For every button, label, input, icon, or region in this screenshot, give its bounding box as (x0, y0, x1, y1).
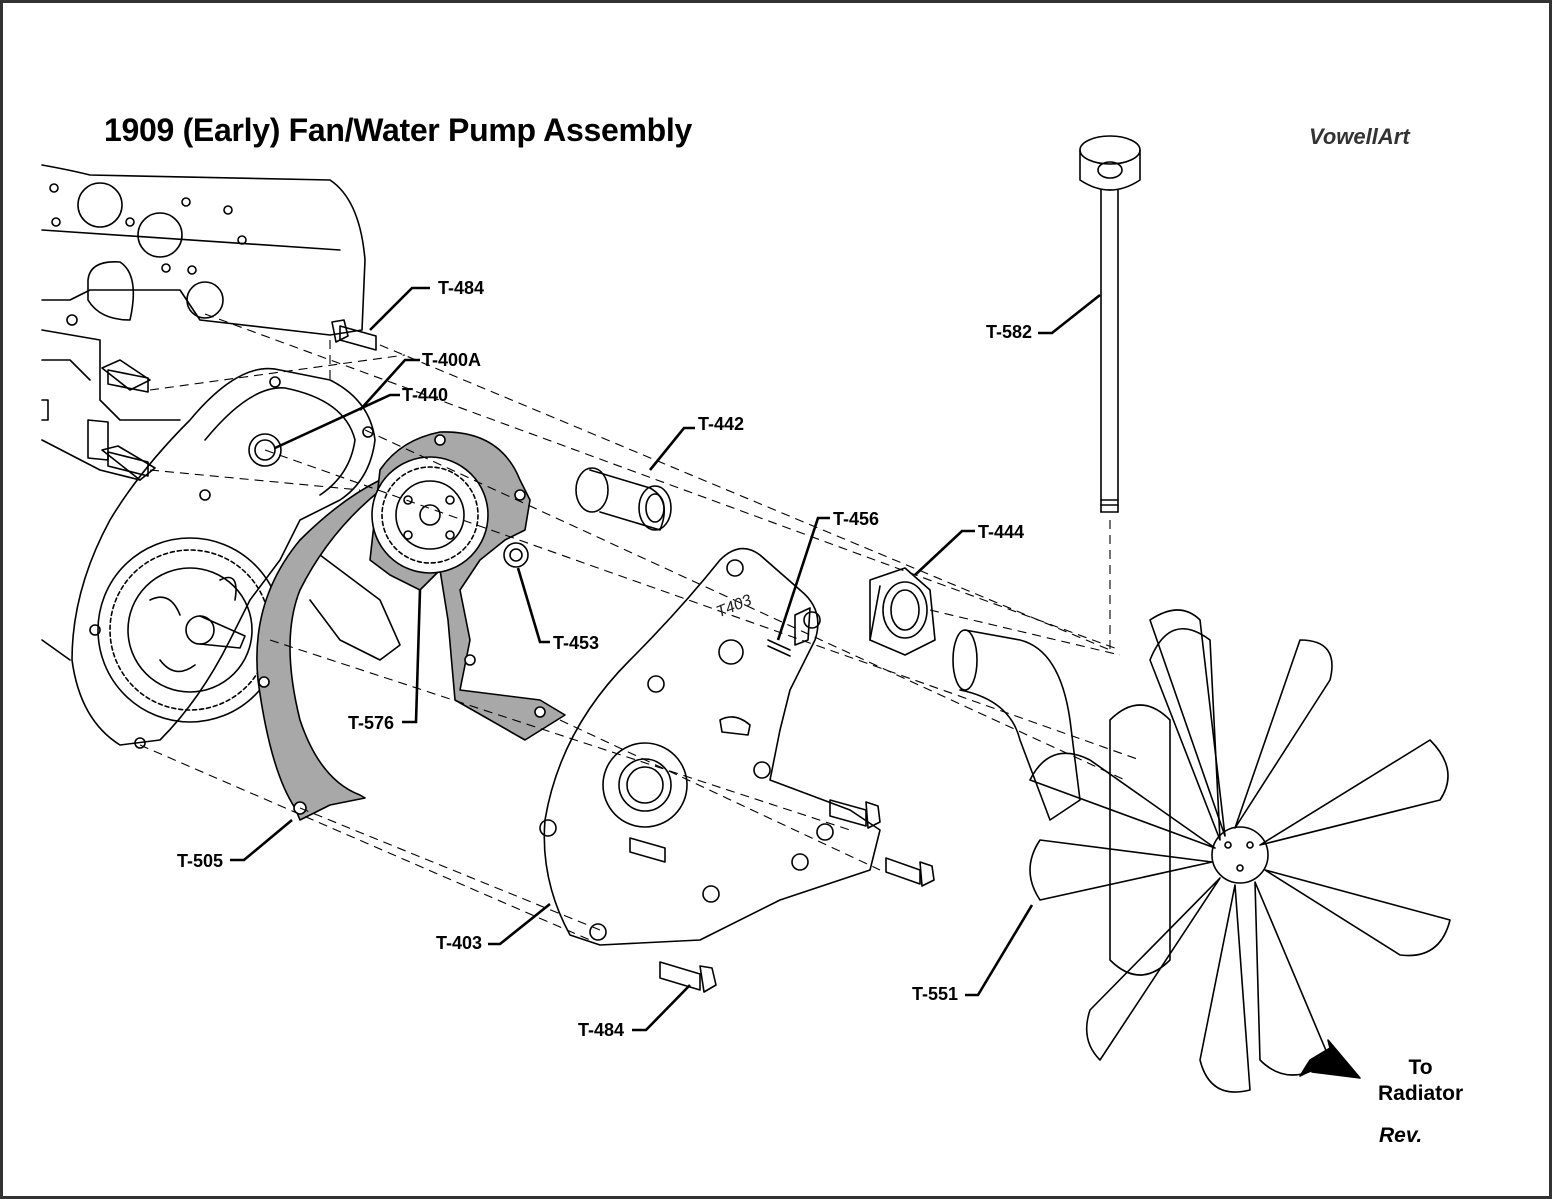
gasket-t505-drawing (256, 479, 384, 821)
part-label-t576: T-576 (348, 713, 395, 733)
leader-lines (230, 286, 1101, 1032)
flow-note: To Radiator (1378, 1055, 1463, 1107)
timing-housing-drawing (71, 367, 401, 749)
part-label-t551: T-551 (912, 984, 959, 1004)
flow-arrow-icon (1299, 1039, 1361, 1079)
part-label-t505: T-505 (177, 851, 224, 871)
brand-mark: VowellArt (1309, 124, 1410, 149)
pin-t456-drawing (767, 639, 791, 657)
part-label-t442: T-442 (698, 414, 745, 434)
bolt-drawings (107, 319, 935, 993)
flow-note-line1: To (1408, 1056, 1433, 1079)
part-label-t484-lower: T-484 (578, 1020, 625, 1040)
packing-nut-t444-drawing (869, 567, 936, 656)
fitting-t453-drawing (503, 542, 529, 568)
engine-block-drawing (41, 164, 366, 661)
bushing-t442-drawing (575, 467, 672, 531)
part-label-t400a: T-400A (422, 350, 482, 370)
flow-note-line2: Radiator (1378, 1082, 1464, 1105)
part-label-t582: T-582 (986, 322, 1033, 342)
part-label-t453: T-453 (553, 633, 600, 653)
diagram-title: 1909 (Early) Fan/Water Pump Assembly (104, 112, 692, 148)
part-label-t403: T-403 (436, 933, 483, 953)
part-label-t440: T-440 (402, 385, 449, 405)
part-label-t444: T-444 (978, 522, 1025, 542)
fan-t551-drawing (952, 609, 1451, 1093)
part-label-t484-upper: T-484 (438, 278, 485, 298)
assembly-guide-lines (139, 313, 1141, 941)
revision-label: Rev. (1379, 1124, 1423, 1147)
cover-t403-drawing (539, 547, 881, 946)
rod-t582-drawing (1079, 135, 1141, 513)
part-label-t456: T-456 (833, 509, 880, 529)
gear-t576-drawing (369, 431, 566, 741)
